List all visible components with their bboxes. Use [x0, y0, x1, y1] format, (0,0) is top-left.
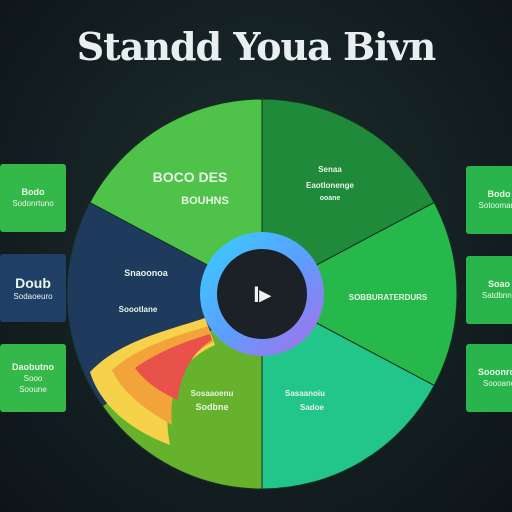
- right-card-2-title: Soao: [487, 279, 510, 289]
- segment-left-sub: Soootlane: [119, 305, 158, 314]
- flame-decoration-red: [135, 334, 212, 400]
- right-card-2[interactable]: Soao Satdbnno: [466, 256, 512, 324]
- left-card-2-text: Sodaoeuro: [13, 291, 53, 301]
- segment-top-left-title: BOCO DES: [153, 169, 228, 185]
- left-card-2[interactable]: Doub Sodaoeuro: [0, 254, 66, 322]
- segment-bottom-right-title: Sasaanoiu: [285, 389, 325, 398]
- left-card-1-text: Sodonrtuno: [12, 199, 54, 208]
- left-card-3[interactable]: Daobutno Sooo Sooune: [0, 344, 66, 412]
- right-card-3[interactable]: Sooonroe Soooane: [466, 344, 512, 412]
- segment-top-right-sub-2: ooane: [320, 195, 341, 202]
- left-card-3-text-2: Sooune: [19, 384, 47, 394]
- segment-top-right-title: Senaa: [318, 165, 342, 174]
- right-card-1-text: Sotoomano: [478, 201, 512, 210]
- page-title: Standd Youa Bivn: [76, 24, 437, 69]
- wheel-segment-right[interactable]: [260, 201, 458, 387]
- segment-bottom-left-sub: Sodbne: [196, 402, 229, 412]
- left-card-1[interactable]: Bodo Sodonrtuno: [0, 164, 66, 232]
- segment-left-title: Snaoonoa: [124, 268, 168, 278]
- segment-bottom-left-title: Sosaaoenu: [191, 389, 234, 398]
- segment-bottom-right-sub: Sadoe: [300, 403, 325, 412]
- segment-top-left-sub: BOUHNS: [181, 195, 229, 207]
- wheel-segment-bottom-right[interactable]: [261, 293, 435, 490]
- segment-top-right-sub: Eaotlonenge: [306, 181, 355, 190]
- center-hub[interactable]: [217, 249, 307, 339]
- right-card-2-text: Satdbnno: [481, 291, 512, 300]
- left-card-1-title: Bodo: [21, 187, 45, 197]
- right-card-3-title: Sooonroe: [478, 367, 512, 377]
- wheel-segment-top-left[interactable]: [89, 98, 263, 295]
- center-play-icon: I▸: [253, 282, 271, 307]
- wheel-segment-top-right[interactable]: [261, 98, 435, 295]
- left-card-2-title: Doub: [15, 274, 51, 291]
- right-card-1-title: Bodo: [487, 189, 511, 199]
- wheel-segment-bottom-left[interactable]: [101, 293, 263, 490]
- left-card-3-title: Daobutno: [12, 361, 54, 372]
- left-card-3-text: Sooo: [23, 373, 43, 383]
- right-card-3-text: Soooane: [482, 379, 512, 388]
- right-card-1[interactable]: Bodo Sotoomano: [466, 166, 512, 234]
- segment-right-title: SOBBURATERDURS: [349, 293, 428, 302]
